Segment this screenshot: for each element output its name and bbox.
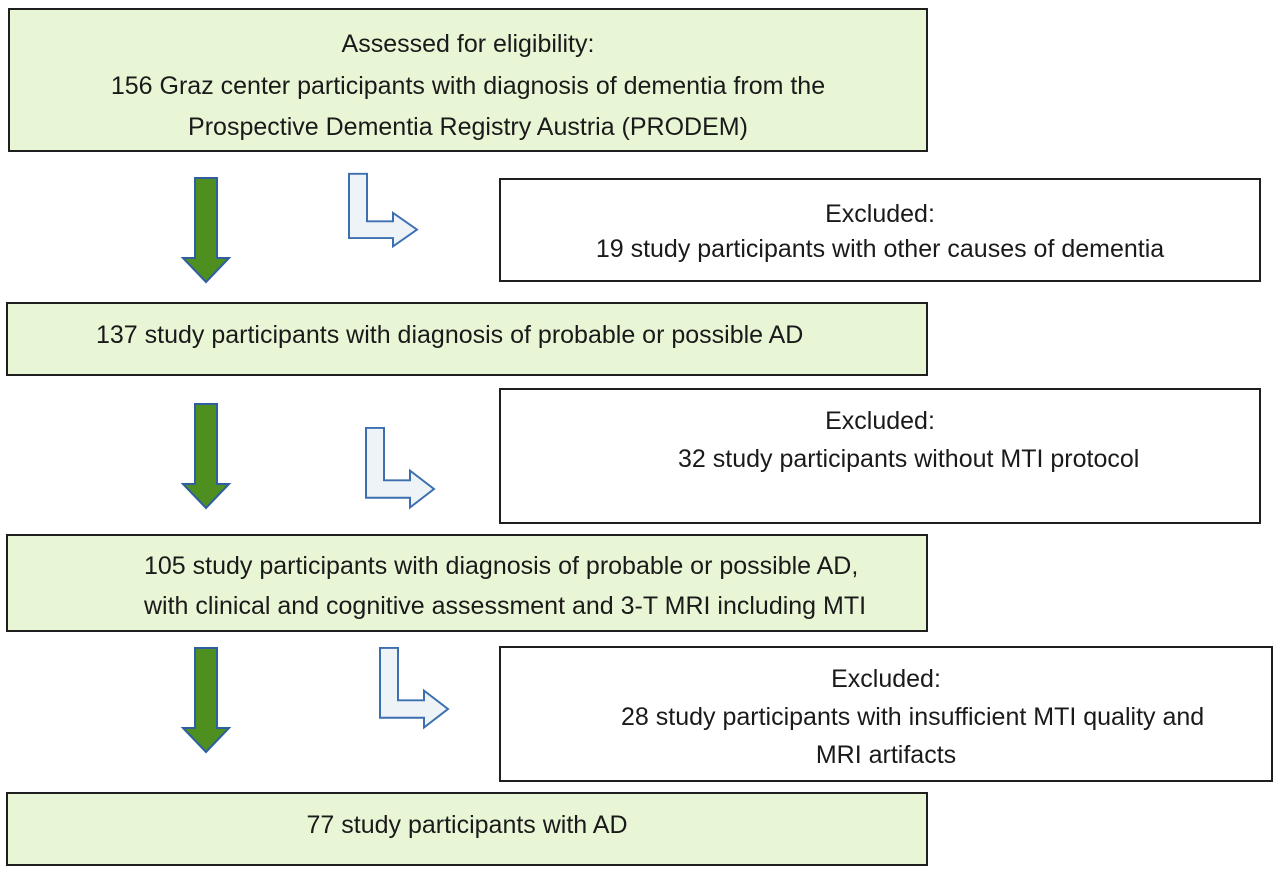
- excluded-box-1-title: Excluded:: [825, 200, 935, 228]
- excluded-box-1: Excluded: 19 study participants with oth…: [499, 178, 1261, 282]
- excluded-box-2-title: Excluded:: [825, 407, 935, 435]
- excluded-box-2: Excluded: 32 study participants without …: [499, 388, 1261, 524]
- excluded-box-2-text: 32 study participants without MTI protoc…: [678, 445, 1140, 473]
- bent-arrow-icon: [348, 172, 419, 249]
- down-arrow-icon: [180, 403, 232, 510]
- excluded-box-3-line-1: 28 study participants with insufficient …: [621, 703, 1205, 731]
- step-box-probable-ad-text: 137 study participants with diagnosis of…: [96, 321, 804, 349]
- excluded-box-3-title: Excluded:: [831, 665, 941, 693]
- step-box-assessed: Assessed for eligibility: 156 Graz cente…: [8, 8, 928, 152]
- down-arrow-icon: [180, 177, 232, 284]
- excluded-box-3-line-2: MRI artifacts: [815, 741, 957, 769]
- step-box-mti-line-2: with clinical and cognitive assessment a…: [144, 592, 867, 620]
- step-box-mti: 105 study participants with diagnosis of…: [6, 534, 928, 632]
- step-box-assessed-line-3: Prospective Dementia Registry Austria (P…: [188, 113, 748, 141]
- step-box-mti-line-1: 105 study participants with diagnosis of…: [144, 552, 859, 580]
- step-box-assessed-title: Assessed for eligibility:: [341, 30, 595, 58]
- bent-arrow-icon: [365, 426, 436, 510]
- excluded-box-1-text: 19 study participants with other causes …: [595, 235, 1165, 263]
- step-box-final: 77 study participants with AD: [6, 792, 928, 866]
- down-arrow-icon: [180, 647, 232, 754]
- step-box-assessed-line-2: 156 Graz center participants with diagno…: [110, 72, 826, 100]
- bent-arrow-icon: [379, 646, 450, 730]
- step-box-final-text: 77 study participants with AD: [306, 811, 628, 839]
- step-box-probable-ad: 137 study participants with diagnosis of…: [6, 302, 928, 376]
- excluded-box-3: Excluded: 28 study participants with ins…: [499, 646, 1273, 782]
